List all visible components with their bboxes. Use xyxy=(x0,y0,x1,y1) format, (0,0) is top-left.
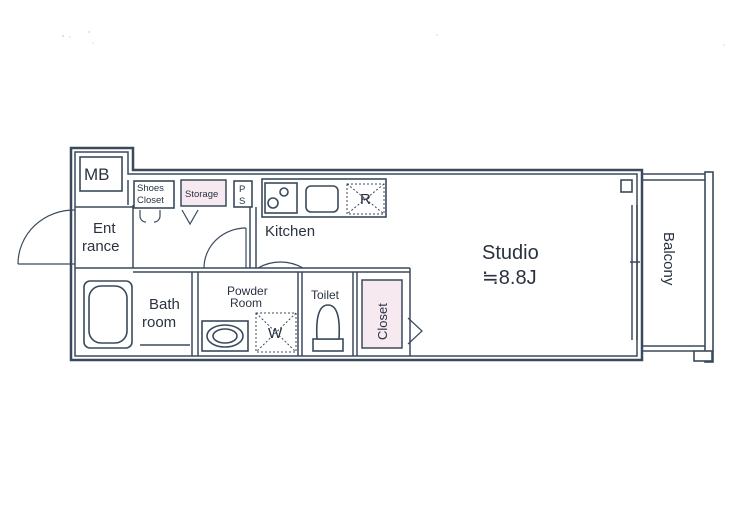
powder-room-door xyxy=(203,227,247,269)
mb-box xyxy=(79,156,123,192)
mb-label: MB xyxy=(84,165,110,184)
shoes-closet-label-1: Shoes xyxy=(137,183,164,194)
storage-label: Storage xyxy=(185,189,218,200)
bathroom-label-1: Bath xyxy=(149,296,180,313)
powder-room-label-2: Room xyxy=(230,296,262,310)
shoes-closet xyxy=(133,180,175,209)
ps-label-2: S xyxy=(239,196,245,207)
kitchen-counter xyxy=(261,178,387,218)
shoes-closet-label-2: Closet xyxy=(137,195,164,206)
studio-size-label: ≒8.8J xyxy=(482,267,537,289)
ps-label-1: P xyxy=(239,184,245,195)
studio-label: Studio xyxy=(482,242,539,264)
closet-label: Closet xyxy=(375,303,390,340)
toilet-label: Toilet xyxy=(311,288,340,302)
refrigerator xyxy=(346,183,385,215)
balcony-window xyxy=(630,205,640,340)
toilet xyxy=(312,272,358,356)
washer xyxy=(255,312,297,353)
entrance-label-2: rance xyxy=(82,238,120,255)
entrance-label-1: Ent xyxy=(93,220,116,237)
kitchen-label: Kitchen xyxy=(265,223,315,240)
closet xyxy=(361,279,403,349)
scan-speckles xyxy=(62,31,725,46)
powder-room xyxy=(201,272,303,356)
ps-shaft xyxy=(233,180,253,208)
bathroom-label-2: room xyxy=(142,314,176,331)
bathroom xyxy=(83,272,199,356)
balcony-label: Balcony xyxy=(660,232,677,286)
storage xyxy=(180,179,227,207)
balcony xyxy=(642,171,714,363)
washer-label: W xyxy=(268,325,283,342)
entrance-door xyxy=(17,209,76,265)
powder-room-label-1: Powder xyxy=(227,284,268,298)
refrigerator-label: R xyxy=(360,191,371,208)
